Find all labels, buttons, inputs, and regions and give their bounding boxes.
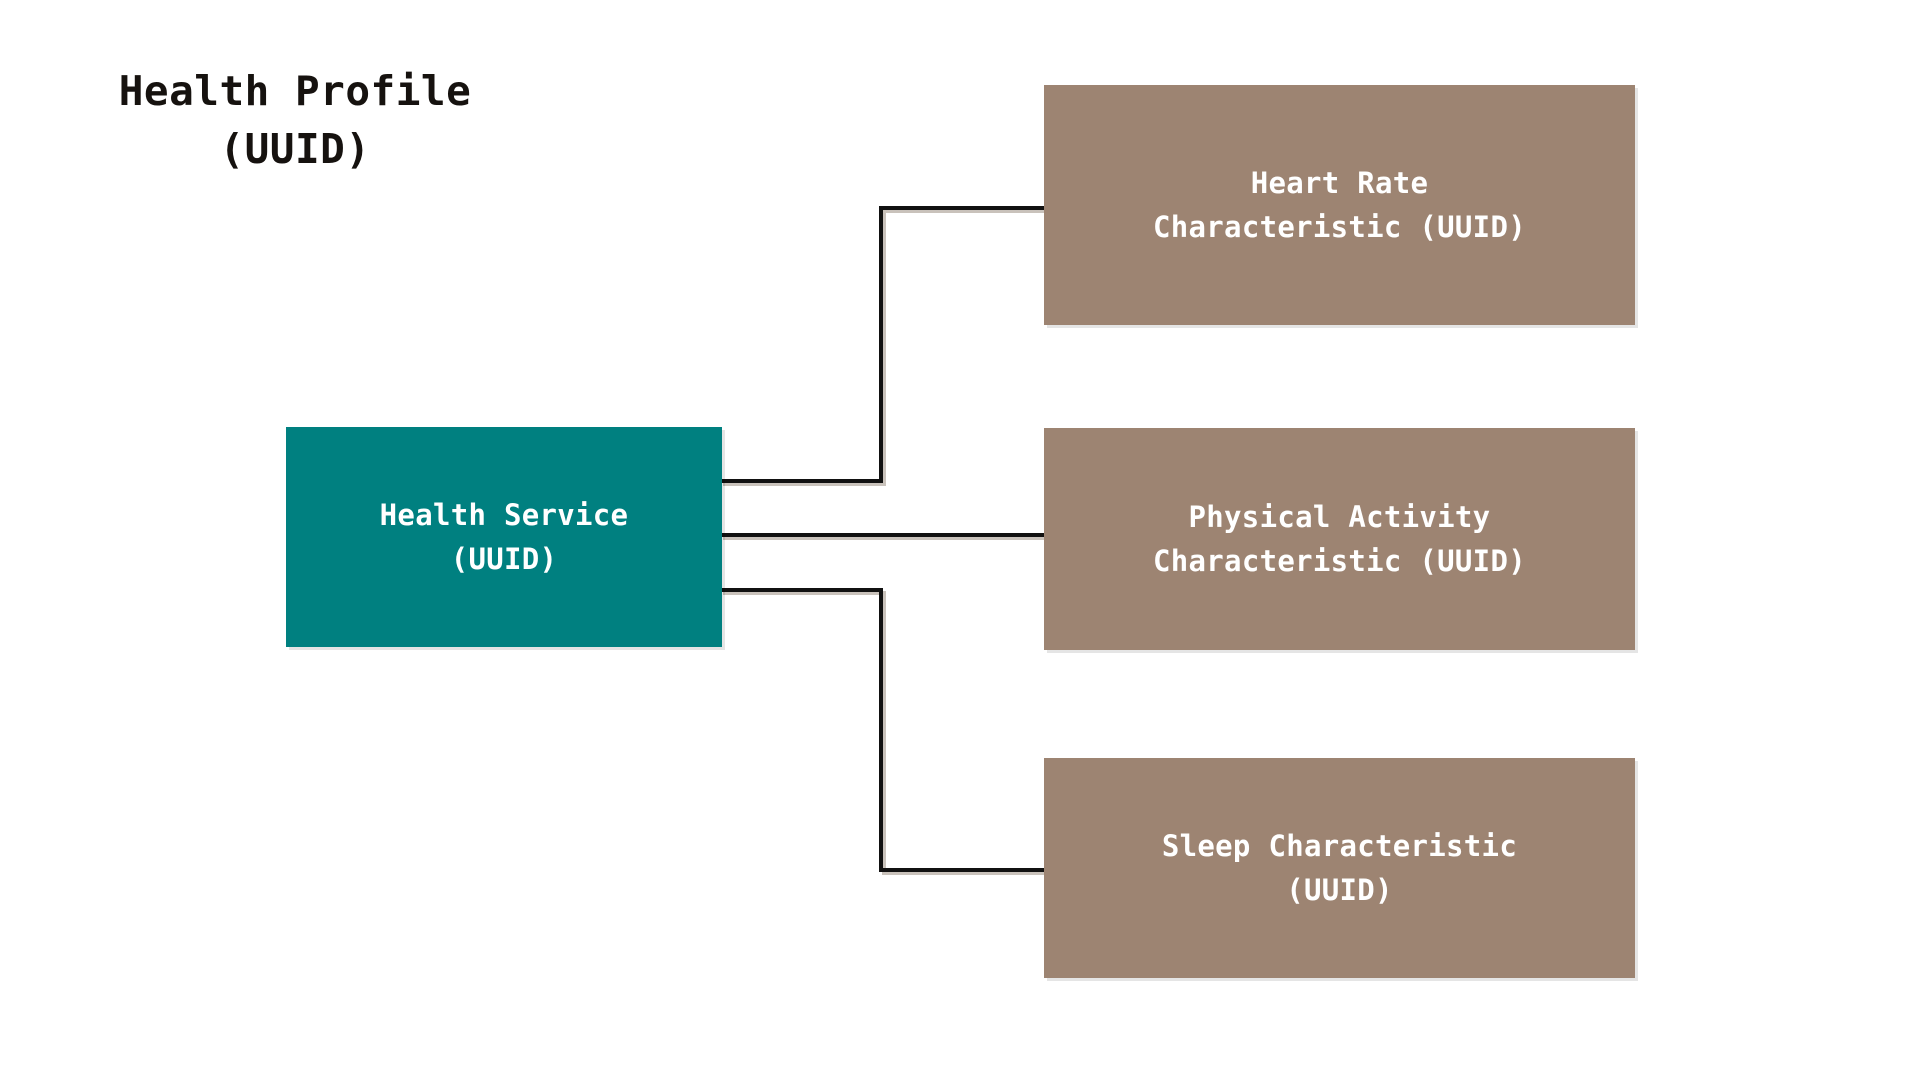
node-sleep-label: Sleep Characteristic (UUID): [1161, 828, 1518, 907]
node-health-service[interactable]: Health Service (UUID): [286, 427, 722, 647]
node-heart-rate-characteristic[interactable]: Heart Rate Characteristic (UUID): [1044, 85, 1635, 325]
node-physical-activity-label: Physical Activity Characteristic (UUID): [1153, 499, 1526, 578]
node-sleep-characteristic[interactable]: Sleep Characteristic (UUID): [1044, 758, 1635, 978]
node-physical-activity-characteristic[interactable]: Physical Activity Characteristic (UUID): [1044, 428, 1635, 650]
edge-service-to-heart-rate: [721, 206, 1044, 483]
edge-service-to-sleep: [721, 588, 1044, 872]
node-heart-rate-label: Heart Rate Characteristic (UUID): [1153, 165, 1526, 244]
page-title: Health Profile (UUID): [118, 67, 472, 174]
node-health-service-label: Health Service (UUID): [379, 497, 629, 576]
